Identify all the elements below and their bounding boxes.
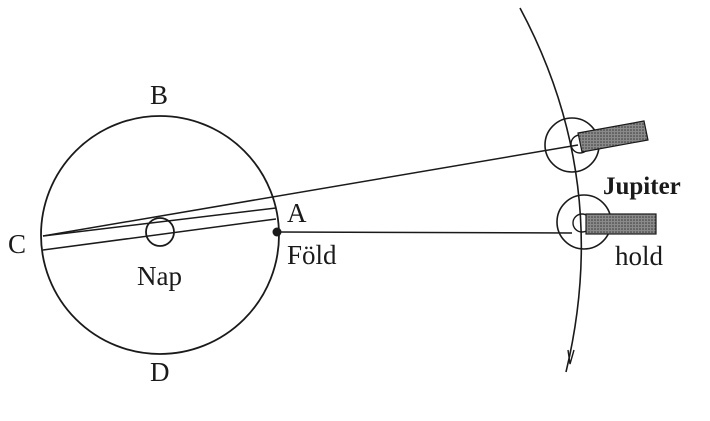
sightline-to-jupiter: [42, 144, 579, 237]
label-earth: Föld: [287, 240, 337, 270]
orbit-arrow-mark: [567, 349, 575, 365]
label-jupiter: Jupiter: [603, 173, 681, 200]
label-a: A: [287, 198, 307, 228]
light-path-lower: [42, 218, 277, 251]
label-sun: Nap: [137, 261, 182, 291]
label-b: B: [150, 80, 168, 110]
sightline-to-moon: [276, 231, 573, 234]
label-c: C: [8, 229, 26, 259]
label-moon: hold: [615, 241, 664, 271]
label-d: D: [150, 357, 170, 387]
jupiter-orbit-arc: [519, 7, 583, 373]
jupiter-shadow-upper: [577, 120, 649, 153]
earth-point: [272, 227, 282, 237]
jupiter-shadow-lower: [585, 213, 657, 235]
light-path-upper: [42, 207, 277, 237]
